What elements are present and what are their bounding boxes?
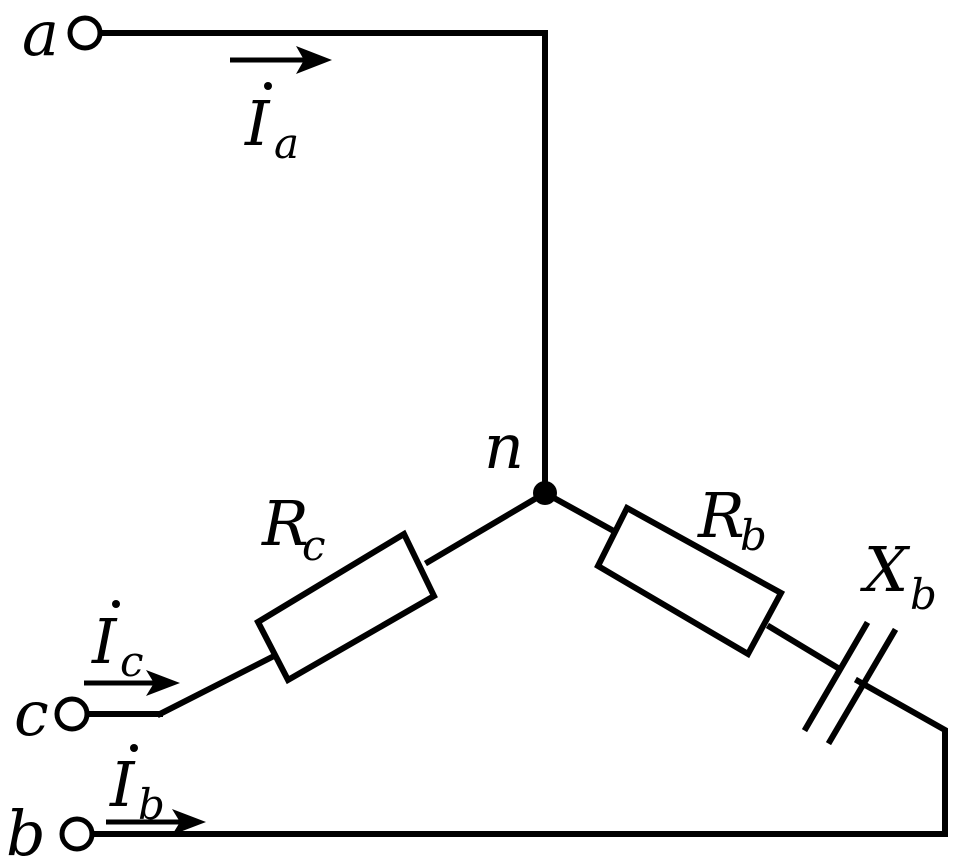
svg-text:X: X <box>860 533 911 606</box>
wire-xb-b <box>89 676 948 837</box>
arrow-ia <box>230 46 332 74</box>
label-rb: R b <box>697 479 767 560</box>
label-current-ic: I c <box>91 600 144 686</box>
svg-text:c: c <box>120 637 144 686</box>
label-rc: R c <box>261 487 326 570</box>
wire-n-rc <box>423 488 550 567</box>
label-node-n: n <box>484 410 524 483</box>
svg-text:R: R <box>261 487 309 560</box>
wire-rb-xb <box>765 622 843 673</box>
node-n-dot <box>533 481 557 505</box>
resistor-rc <box>254 529 438 685</box>
capacitor-xb-plate-2 <box>825 627 899 746</box>
svg-text:a: a <box>274 119 299 168</box>
label-current-ia: I a <box>244 82 299 168</box>
svg-text:I: I <box>91 605 118 678</box>
wire-a <box>95 30 548 496</box>
wire-rc-c <box>155 650 281 719</box>
label-terminal-c: c <box>14 677 49 750</box>
label-xb: X b <box>860 533 937 619</box>
terminal-b[interactable] <box>59 816 95 852</box>
svg-text:b: b <box>910 570 937 619</box>
svg-text:b: b <box>740 511 767 560</box>
label-terminal-a: a <box>22 0 59 70</box>
terminal-c[interactable] <box>54 696 90 732</box>
label-terminal-b: b <box>6 797 46 863</box>
resistor-rb <box>594 503 786 659</box>
capacitor-xb-plate-1 <box>801 620 871 733</box>
svg-text:I: I <box>109 748 136 821</box>
svg-text:b: b <box>138 780 165 829</box>
terminal-a[interactable] <box>67 15 103 51</box>
arrow-ib <box>106 809 206 835</box>
svg-text:R: R <box>697 479 745 552</box>
svg-text:c: c <box>302 521 326 570</box>
wire-n-rb <box>540 488 617 535</box>
svg-text:I: I <box>244 87 271 160</box>
label-current-ib: I b <box>109 744 165 829</box>
arrow-ic <box>84 670 180 696</box>
